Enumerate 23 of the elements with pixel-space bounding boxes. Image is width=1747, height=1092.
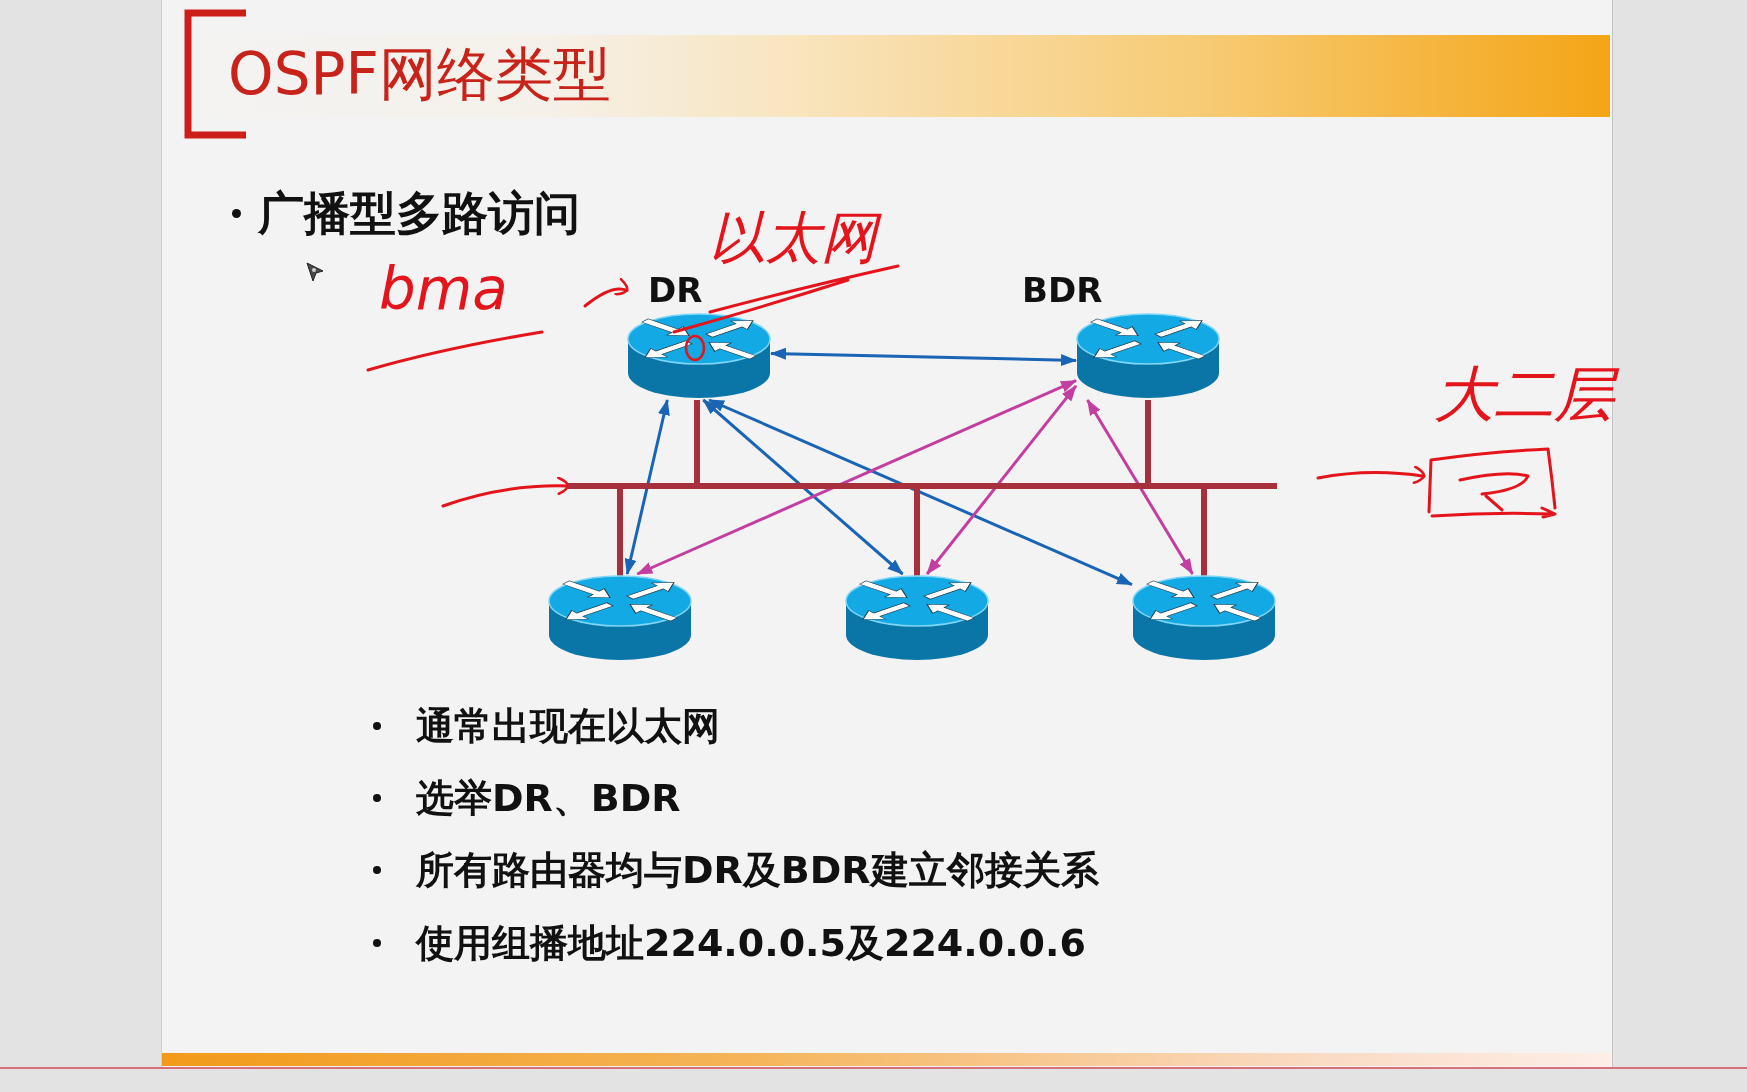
router-label: BDR [1022, 269, 1103, 312]
section-heading: 广播型多路访问 [258, 187, 580, 239]
arrow [708, 398, 1133, 586]
link-line [1145, 400, 1151, 483]
handwritten-note: bma [378, 254, 509, 324]
router-label: DR [648, 269, 703, 312]
bullet-text: 选举DR、BDR [416, 775, 681, 822]
slide-title: OSPF网络类型 [228, 39, 611, 110]
link-line [694, 400, 700, 483]
arrow [624, 399, 670, 575]
arrow [925, 384, 1078, 575]
link-line [1201, 489, 1207, 576]
link-line [617, 489, 623, 576]
handwritten-note: 以太网 [705, 204, 891, 271]
bullet-text: 使用组播地址224.0.0.5及224.0.0.6 [416, 920, 1086, 967]
arrow [636, 379, 1077, 576]
arrow [1086, 399, 1194, 575]
arrow [702, 398, 904, 576]
arrow [770, 347, 1077, 367]
bullet-text: 所有路由器均与DR及BDR建立邻接关系 [416, 847, 1099, 894]
bullet-text: 通常出现在以太网 [416, 703, 720, 750]
handwritten-note: 大二层 [1430, 352, 1628, 436]
link-line [914, 489, 920, 576]
